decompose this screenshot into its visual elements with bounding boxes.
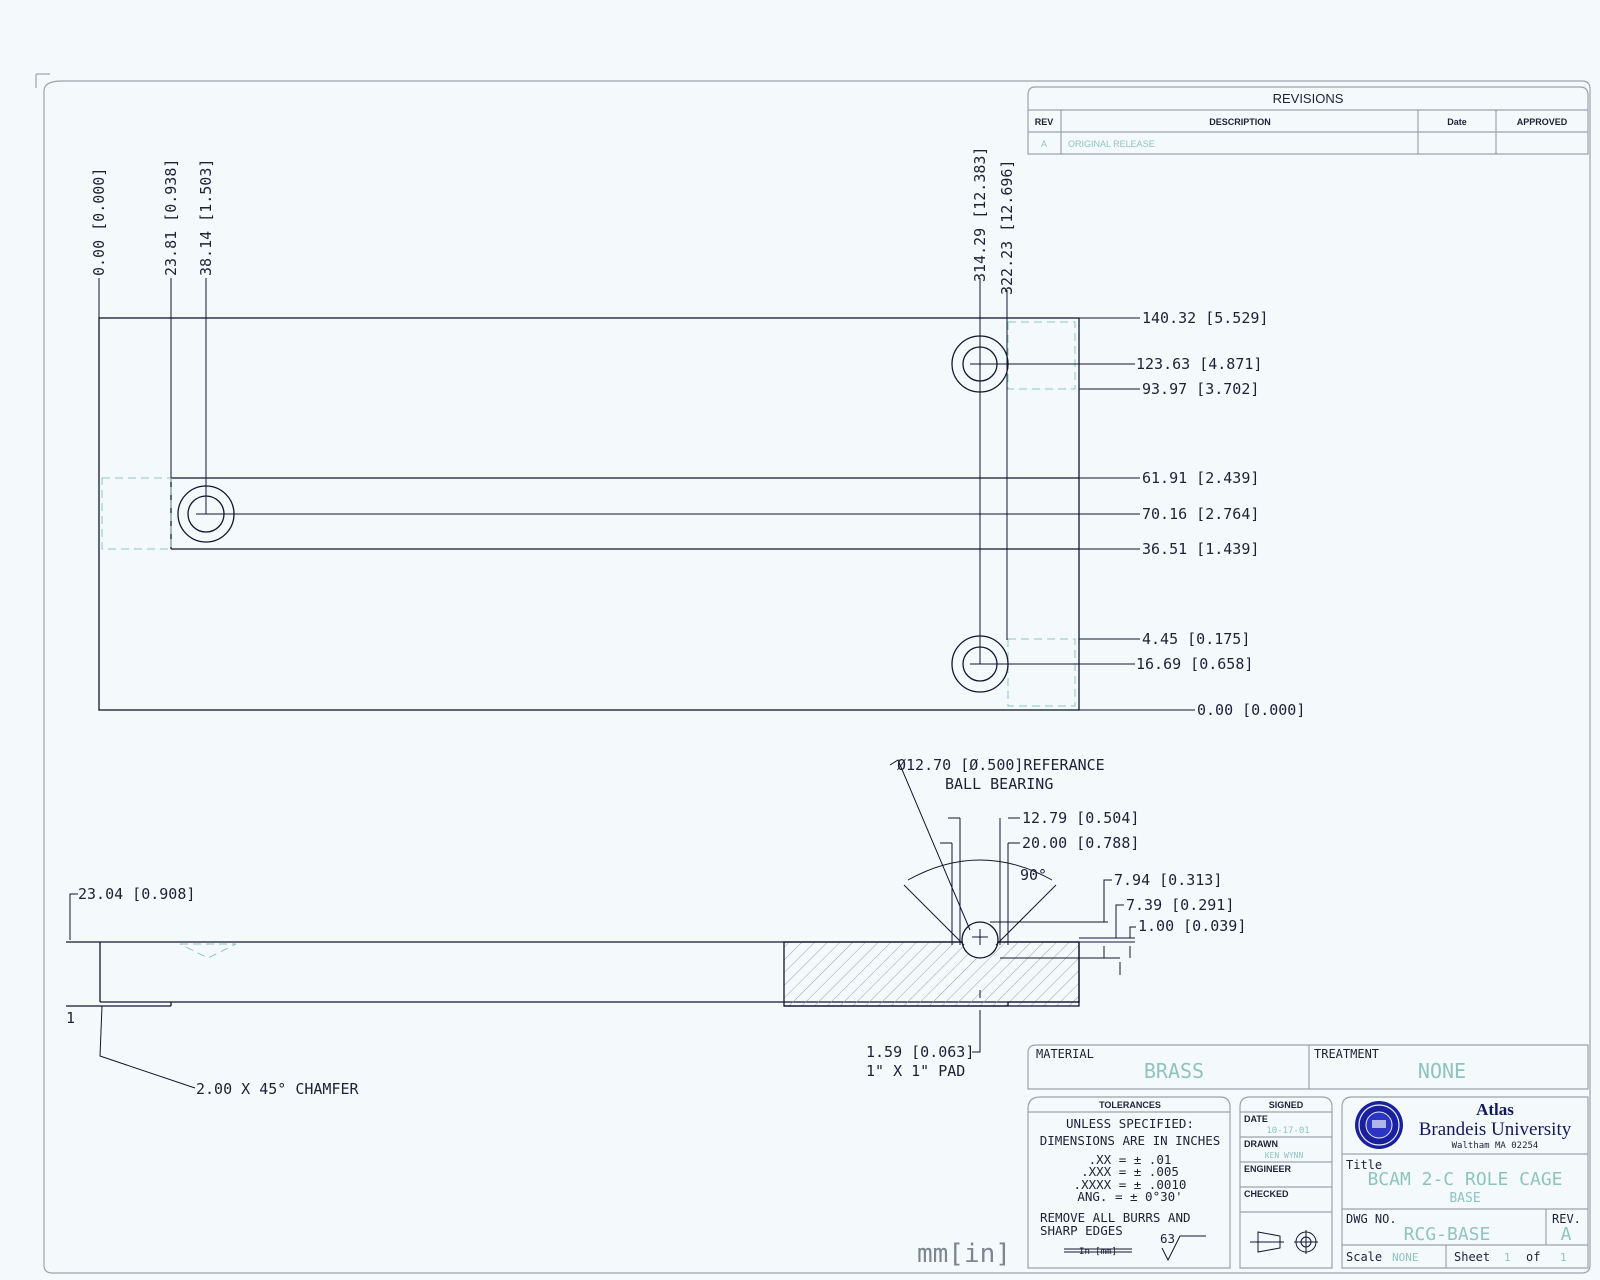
rev-value: A <box>1561 1224 1572 1245</box>
dim-1-00: 1.00 [0.039] <box>1138 917 1246 935</box>
y-dim-123-63: 123.63 [4.871] <box>1136 355 1262 373</box>
x-dim-4: 322.23 [12.696] <box>998 160 1016 295</box>
sheet-label: Sheet <box>1454 1250 1490 1264</box>
units-label: mm[in] <box>917 1239 1011 1269</box>
tol-line-0: UNLESS SPECIFIED: <box>1066 1116 1194 1131</box>
tol-line-2: .XX = ± .01 <box>1089 1152 1172 1167</box>
tol-line-5: ANG. = ± 0°30' <box>1077 1189 1182 1204</box>
material-label: MATERIAL <box>1036 1047 1094 1061</box>
chamfer-callout: 2.00 X 45° CHAMFER <box>196 1080 360 1098</box>
material-value: BRASS <box>1144 1059 1204 1083</box>
sheet-value: 1 <box>1504 1251 1511 1264</box>
drawn-label: DRAWN <box>1244 1139 1278 1149</box>
bearing-callout-line2: BALL BEARING <box>945 775 1053 793</box>
surface-finish-icon <box>1161 1235 1206 1262</box>
rev-label: REV. <box>1552 1212 1581 1226</box>
scale-value: NONE <box>1392 1251 1419 1264</box>
burrs-note-1: REMOVE ALL BURRS AND <box>1040 1210 1191 1225</box>
hidden-pad-top-right <box>1007 321 1076 390</box>
subtitle-value: BASE <box>1449 1191 1480 1206</box>
sheet-border <box>35 73 1591 1274</box>
y-dim-140-32: 140.32 [5.529] <box>1142 309 1268 327</box>
third-angle-projection-icon <box>1250 1230 1318 1254</box>
tolerances-title: TOLERANCES <box>1099 1100 1161 1110</box>
date-label: DATE <box>1244 1114 1268 1124</box>
top-view: 0.00 [0.000] 23.81 [0.938] 38.14 [1.503]… <box>90 147 1305 719</box>
dwg-no-value: RCG-BASE <box>1404 1224 1491 1245</box>
struck-units: In [mm] <box>1064 1247 1132 1257</box>
burrs-note-2: SHARP EDGES <box>1040 1223 1123 1238</box>
x-dim-1: 23.81 [0.938] <box>162 159 180 276</box>
tol-line-3: .XXX = ± .005 <box>1081 1164 1179 1179</box>
revision-row-description: ORIGINAL RELEASE <box>1068 139 1155 149</box>
dwg-no-label: DWG NO. <box>1346 1212 1397 1226</box>
date-value: 10-17-01 <box>1266 1126 1309 1136</box>
dim-12-79: 12.79 [0.504] <box>1022 809 1139 827</box>
y-dim-61-91: 61.91 [2.439] <box>1142 469 1259 487</box>
y-dim-4-45: 4.45 [0.175] <box>1142 630 1250 648</box>
dim-23-04: 23.04 [0.908] <box>78 885 195 903</box>
x-dim-2: 38.14 [1.503] <box>197 159 215 276</box>
hidden-pad-left <box>101 477 172 550</box>
dim-7-39: 7.39 [0.291] <box>1126 896 1234 914</box>
pad-dim: 1.59 [0.063] <box>866 1043 974 1061</box>
university-seal-logo <box>1355 1101 1403 1149</box>
revision-row-rev: A <box>1041 139 1047 149</box>
y-dim-70-16: 70.16 [2.764] <box>1142 505 1259 523</box>
y-dim-93-97: 93.97 [3.702] <box>1142 380 1259 398</box>
rev-header: REV <box>1035 117 1054 127</box>
scale-label: Scale <box>1346 1250 1382 1264</box>
dim-20-00: 20.00 [0.788] <box>1022 834 1139 852</box>
signed-title: SIGNED <box>1269 1100 1304 1110</box>
title-block: MATERIAL BRASS TREATMENT NONE TOLERANCES… <box>1027 1044 1589 1269</box>
date-header: Date <box>1447 117 1467 127</box>
org-line2: Brandeis University <box>1419 1119 1572 1140</box>
hidden-pad-bottom-right <box>1007 638 1076 707</box>
x-dim-3: 314.29 [12.383] <box>971 147 989 282</box>
of-label: of <box>1526 1250 1540 1264</box>
checked-label: CHECKED <box>1244 1189 1289 1199</box>
surface-finish-value: 63 <box>1160 1231 1175 1246</box>
hidden-countersink <box>179 943 237 959</box>
of-value: 1 <box>1560 1251 1567 1264</box>
tol-line-1: DIMENSIONS ARE IN INCHES <box>1040 1133 1221 1148</box>
y-dim-16-69: 16.69 [0.658] <box>1136 655 1253 673</box>
pad-label: 1" X 1" PAD <box>866 1062 965 1080</box>
title-label: Title <box>1346 1158 1382 1172</box>
y-dim-0-00: 0.00 [0.000] <box>1197 701 1305 719</box>
treatment-value: NONE <box>1418 1059 1466 1083</box>
revisions-table: REVISIONS REV DESCRIPTION Date APPROVED … <box>1027 86 1589 155</box>
title-value: BCAM 2-C ROLE CAGE <box>1367 1169 1562 1190</box>
hatched-section <box>783 941 1080 1007</box>
section-view: 1 Ø12.70 [Ø.500]REFERANCE BALL BEARING 1… <box>66 756 1246 1098</box>
y-dim-36-51: 36.51 [1.439] <box>1142 540 1259 558</box>
description-header: DESCRIPTION <box>1209 117 1271 127</box>
approved-header: APPROVED <box>1517 117 1568 127</box>
tol-line-4: .XXXX = ± .0010 <box>1074 1177 1187 1192</box>
org-line1: Atlas <box>1476 1100 1514 1119</box>
revisions-title: REVISIONS <box>1273 91 1344 106</box>
treatment-label: TREATMENT <box>1314 1047 1379 1061</box>
org-line3: Waltham MA 02254 <box>1452 1141 1539 1151</box>
one-marker: 1 <box>66 1009 75 1027</box>
engineer-label: ENGINEER <box>1244 1164 1292 1174</box>
x-dim-0: 0.00 [0.000] <box>90 168 108 276</box>
bearing-callout-line1: Ø12.70 [Ø.500]REFERANCE <box>897 756 1105 774</box>
dim-7-94: 7.94 [0.313] <box>1114 871 1222 889</box>
drawn-value: KEN WYNN <box>1265 1151 1304 1160</box>
angle-90: 90° <box>1020 866 1047 884</box>
